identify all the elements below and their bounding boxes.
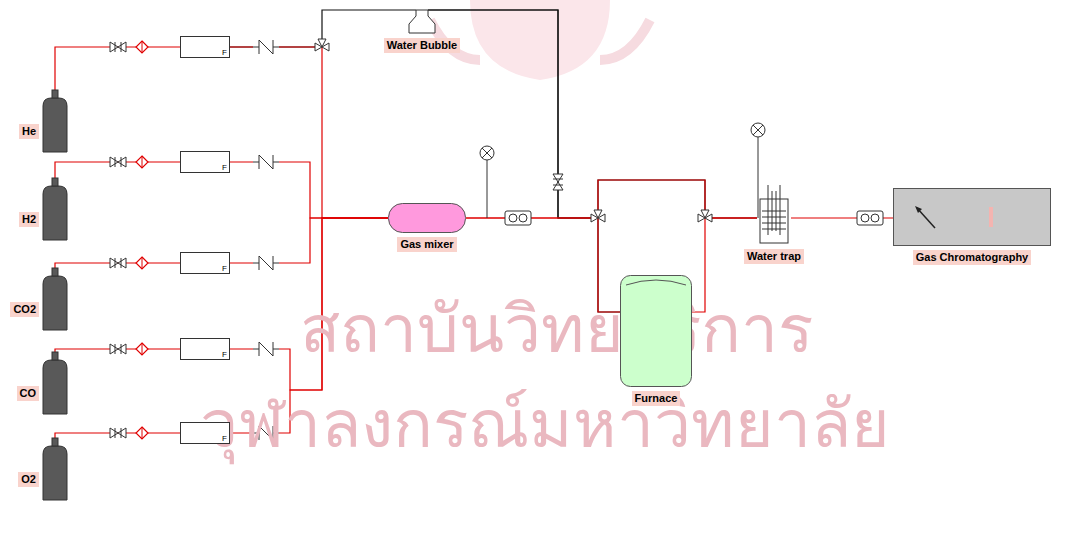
water-bubbler-outline: [408, 10, 436, 34]
gas-cylinder: O2: [42, 438, 68, 500]
component-label: Furnace: [632, 391, 681, 406]
gas-line: [230, 218, 388, 433]
furnace: Furnace: [620, 275, 692, 387]
controller-mark: F: [222, 264, 227, 273]
controller-mark: F: [222, 163, 227, 172]
gas-cylinder: CO2: [42, 268, 68, 330]
three-way-valve-symbol: [315, 39, 712, 222]
component-label: He: [19, 124, 39, 139]
watermark: จุฬาลงกรณ์มหาวิทยาลัย: [200, 385, 890, 465]
controller-mark: F: [222, 434, 227, 443]
gas-line: [55, 47, 180, 90]
gas-cylinder: CO: [42, 352, 68, 414]
pressure-gauge: [480, 123, 765, 218]
component-label: CO2: [10, 302, 39, 317]
gas-line: [230, 162, 388, 218]
gas-line: [230, 47, 388, 218]
flow-meter-symbol: [505, 211, 883, 225]
gas-cylinder-outline: [42, 268, 68, 330]
gas-chromatograph-outline: [893, 188, 1051, 246]
water-trap: Water trap: [757, 185, 791, 245]
gas-mixer-outline: [388, 203, 466, 233]
gas-cylinder-outline: [42, 178, 68, 240]
needle-valve-symbol: [553, 174, 563, 190]
mass-flow-controller: F: [180, 422, 230, 444]
component-label: Water trap: [744, 249, 804, 264]
gas-line: [55, 162, 180, 178]
component-label: Gas mixer: [397, 237, 456, 252]
mass-flow-controller: F: [180, 151, 230, 173]
component-label: Gas Chromatography: [913, 250, 1031, 265]
controller-mark: F: [222, 48, 227, 57]
water-trap-outline: [757, 185, 791, 245]
component-label: Water Bubble: [384, 38, 461, 53]
water-bubbler: Water Bubble: [408, 10, 436, 34]
valve-symbol: [110, 42, 126, 438]
component-label: H2: [19, 212, 39, 227]
gas-line: [692, 218, 757, 312]
check-valve-symbol: [253, 39, 279, 441]
furnace-outline: [620, 275, 692, 387]
gas-cylinder-outline: [42, 438, 68, 500]
mass-flow-controller: F: [180, 338, 230, 360]
mass-flow-controller: F: [180, 252, 230, 274]
gas-chromatograph: Gas Chromatography: [893, 188, 1051, 246]
gas-mixer: Gas mixer: [388, 203, 466, 233]
gas-cylinder-outline: [42, 352, 68, 414]
gas-line: [428, 10, 620, 312]
filter-symbol: [136, 41, 148, 439]
component-label: CO: [17, 386, 40, 401]
gas-cylinder: H2: [42, 178, 68, 240]
watermark: สถาบันวิทยบริการ: [300, 290, 813, 370]
component-label: O2: [18, 472, 39, 487]
gas-cylinder-outline: [42, 90, 68, 152]
controller-mark: F: [222, 350, 227, 359]
mass-flow-controller: F: [180, 36, 230, 58]
gas-line: [428, 10, 757, 218]
gas-line: [466, 218, 620, 312]
gas-cylinder: He: [42, 90, 68, 152]
gas-line: [230, 218, 388, 390]
